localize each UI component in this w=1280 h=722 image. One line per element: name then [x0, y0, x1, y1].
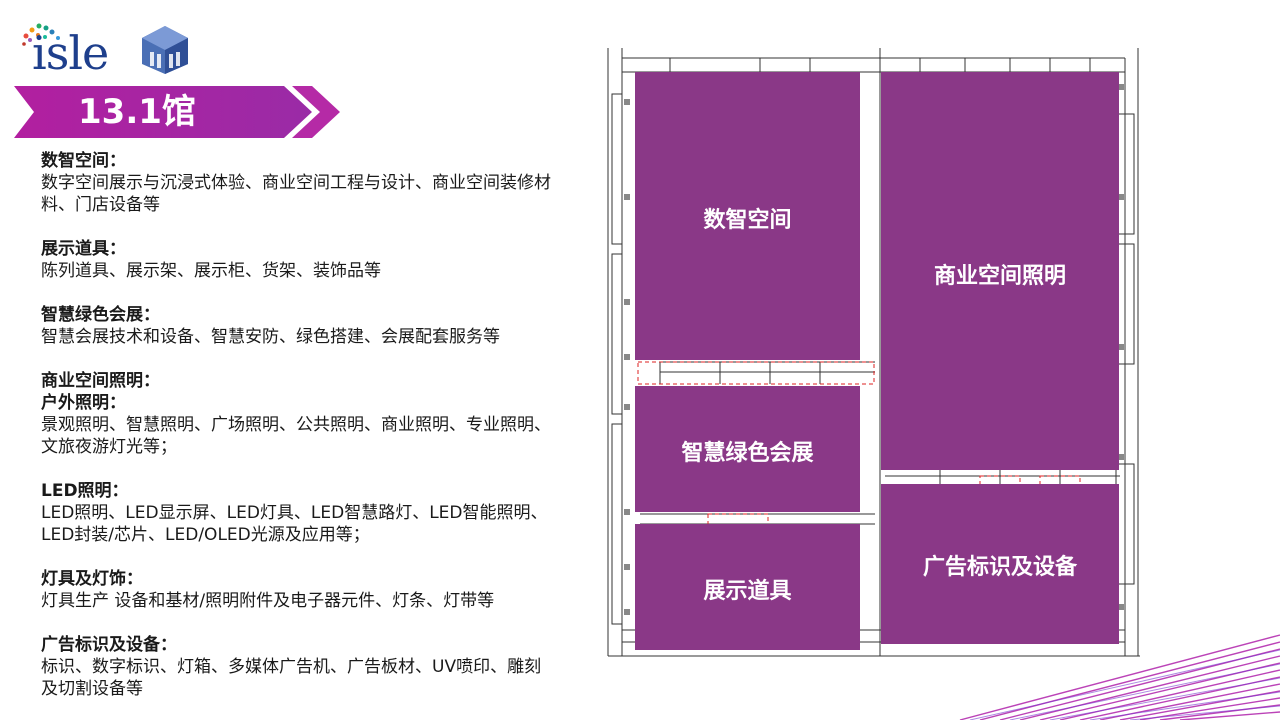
zone-label-commercial-lighting: 商业空间照明	[933, 264, 1066, 289]
zone-block-advertising-signage	[881, 484, 1119, 644]
category-desc-line: 景观照明、智慧照明、广场照明、公共照明、商业照明、专业照明、	[41, 415, 551, 435]
category-subtitle: 户外照明：	[41, 393, 126, 413]
category-desc-line: 及切割设备等	[41, 679, 143, 699]
zone-block-digital-space	[635, 72, 860, 360]
category-desc-line: 陈列道具、展示架、展示柜、货架、装饰品等	[41, 261, 381, 281]
category-led-lighting: LED照明： LED照明、LED显示屏、LED灯具、LED智慧路灯、LED智能照…	[41, 480, 611, 546]
category-smart-green-expo: 智慧绿色会展： 智慧会展技术和设备、智慧安防、绿色搭建、会展配套服务等	[41, 304, 611, 348]
category-title: 商业空间照明：	[41, 371, 160, 391]
logo-wordmark: isle	[32, 26, 109, 80]
category-desc-line: 数字空间展示与沉浸式体验、商业空间工程与设计、商业空间装修材	[41, 173, 551, 193]
category-commercial-lighting: 商业空间照明： 户外照明： 景观照明、智慧照明、广场照明、公共照明、商业照明、专…	[41, 370, 611, 458]
category-advertising-signage: 广告标识及设备： 标识、数字标识、灯箱、多媒体广告机、广告板材、UV喷印、雕刻 …	[41, 634, 611, 700]
zone-block-display-props	[635, 524, 860, 650]
decorative-stripes	[959, 634, 1280, 720]
category-title: 灯具及灯饰：	[41, 569, 143, 589]
hall-title: 13.1馆	[78, 92, 196, 132]
category-list: 数智空间： 数字空间展示与沉浸式体验、商业空间工程与设计、商业空间装修材 料、门…	[41, 150, 611, 722]
category-title: 广告标识及设备：	[41, 635, 177, 655]
category-desc-line: LED封装/芯片、LED/OLED光源及应用等；	[41, 525, 370, 545]
category-desc-line: 灯具生产 设备和基材/照明附件及电子器元件、灯条、灯带等	[41, 591, 495, 611]
category-display-props: 展示道具： 陈列道具、展示架、展示柜、货架、装饰品等	[41, 238, 611, 282]
category-title: 数智空间：	[41, 151, 126, 171]
zone-block-smart-green-expo	[635, 386, 860, 512]
zone-block-commercial-lighting	[881, 72, 1119, 470]
logo-dots-icon	[22, 23, 60, 46]
category-title: LED照明：	[41, 481, 129, 501]
category-desc-line: 智慧会展技术和设备、智慧安防、绿色搭建、会展配套服务等	[41, 327, 500, 347]
zone-label-digital-space: 数智空间	[703, 208, 792, 233]
emblem-cube-icon	[142, 26, 188, 74]
category-desc-line: 料、门店设备等	[41, 195, 160, 215]
category-lamps-decor: 灯具及灯饰： 灯具生产 设备和基材/照明附件及电子器元件、灯条、灯带等	[41, 568, 611, 612]
floor-plan-drawing	[607, 48, 1140, 657]
zone-label-smart-green-expo: 智慧绿色会展	[681, 441, 814, 466]
category-title: 智慧绿色会展：	[41, 305, 160, 325]
category-digital-space: 数智空间： 数字空间展示与沉浸式体验、商业空间工程与设计、商业空间装修材 料、门…	[41, 150, 611, 216]
zone-label-display-props: 展示道具	[703, 579, 792, 604]
floor-plan: 数智空间 商业空间照明 智慧绿色会展 广告标识及设备 展示道具	[600, 44, 1145, 664]
isle-logo: isle	[18, 20, 198, 80]
banner-arrow-shape	[14, 86, 340, 138]
category-title: 展示道具：	[41, 239, 126, 259]
zone-label-advertising-signage: 广告标识及设备	[922, 555, 1077, 580]
category-desc-line: LED照明、LED显示屏、LED灯具、LED智慧路灯、LED智能照明、	[41, 503, 548, 523]
category-desc-line: 标识、数字标识、灯箱、多媒体广告机、广告板材、UV喷印、雕刻	[41, 657, 542, 677]
hall-banner: 13.1馆	[14, 86, 344, 138]
category-desc-line: 文旅夜游灯光等；	[41, 437, 177, 457]
